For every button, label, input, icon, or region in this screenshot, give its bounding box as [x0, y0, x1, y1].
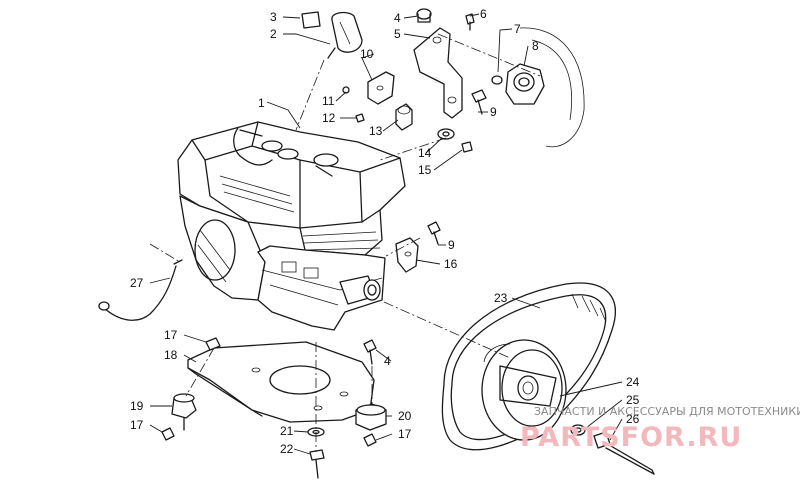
bolt-9-top [471, 89, 487, 115]
callout-17-low: 17 [130, 418, 144, 432]
callout-4-top: 4 [394, 11, 401, 25]
nut-11 [342, 86, 350, 94]
spacer-13 [395, 103, 413, 131]
bolt-22 [309, 449, 325, 479]
callout-8: 8 [532, 39, 539, 53]
engine-mount-plate [187, 341, 375, 423]
callout-14: 14 [418, 146, 432, 160]
site-watermark: ЗАПЧАСТИ И АКСЕССУАРЫ ДЛЯ МОТОТЕХНИКИ PA… [520, 405, 800, 453]
bolt-6 [465, 13, 475, 31]
callout-13: 13 [369, 124, 383, 138]
rubber-mount-20 [355, 403, 387, 431]
callout-1: 1 [258, 96, 265, 110]
throttle-cable-clip [301, 11, 321, 29]
callout-19: 19 [130, 399, 144, 413]
callout-15: 15 [418, 163, 432, 177]
callout-7: 7 [514, 22, 521, 36]
watermark-logo: PARTSFOR.RU [520, 422, 742, 453]
clutch-bolt-26 [593, 431, 655, 475]
drive-belt [441, 282, 616, 451]
washer-14 [437, 128, 455, 140]
callout-23: 23 [494, 291, 508, 305]
leader-lines [149, 13, 623, 455]
callout-20: 20 [398, 409, 412, 423]
bolt-9-side [427, 221, 441, 245]
rubber-mount-19 [171, 393, 197, 431]
bolt-12 [355, 113, 365, 123]
ground-wire [98, 259, 183, 321]
bolt-4-low [363, 339, 377, 365]
engine-mount-bracket [413, 27, 463, 119]
assembly-centerlines [149, 33, 541, 452]
cable-clamp-16 [395, 237, 419, 273]
callout-6: 6 [480, 7, 487, 21]
callout-27: 27 [130, 276, 144, 290]
engine-assembly [177, 121, 406, 331]
callout-17-top: 17 [164, 328, 178, 342]
callout-16: 16 [444, 257, 458, 271]
callout-10: 10 [360, 47, 374, 61]
bearing-guard-ghost [519, 27, 585, 148]
bolt-4-top [416, 8, 432, 23]
handle-grip [327, 11, 363, 59]
callout-18: 18 [164, 348, 178, 362]
callout-21: 21 [280, 424, 294, 438]
callout-numbers: 1 2 3 4 4 5 6 7 8 9 9 10 11 12 13 14 15 … [130, 7, 640, 456]
washer-25 [570, 424, 586, 436]
callout-26: 26 [626, 412, 640, 426]
callout-9-side: 9 [448, 238, 455, 252]
screw-15 [461, 141, 473, 153]
drive-clutch [481, 339, 567, 441]
callout-12: 12 [322, 111, 336, 125]
callout-17-right: 17 [398, 427, 412, 441]
callout-4-low: 4 [384, 354, 391, 368]
nut-17-top [205, 337, 221, 351]
callout-24: 24 [626, 375, 640, 389]
callout-9-top: 9 [490, 105, 497, 119]
callout-3: 3 [270, 10, 277, 24]
nut-17-right [363, 433, 377, 447]
watermark-tagline: ЗАПЧАСТИ И АКСЕССУАРЫ ДЛЯ МОТОТЕХНИКИ [534, 405, 800, 418]
bearing-flange [491, 63, 545, 105]
callout-5: 5 [394, 27, 401, 41]
nut-17-low [161, 427, 175, 441]
callout-25: 25 [626, 393, 640, 407]
callout-11: 11 [322, 94, 335, 108]
callout-22: 22 [280, 442, 294, 456]
callout-2: 2 [270, 27, 277, 41]
guard-bracket-10 [367, 71, 395, 105]
